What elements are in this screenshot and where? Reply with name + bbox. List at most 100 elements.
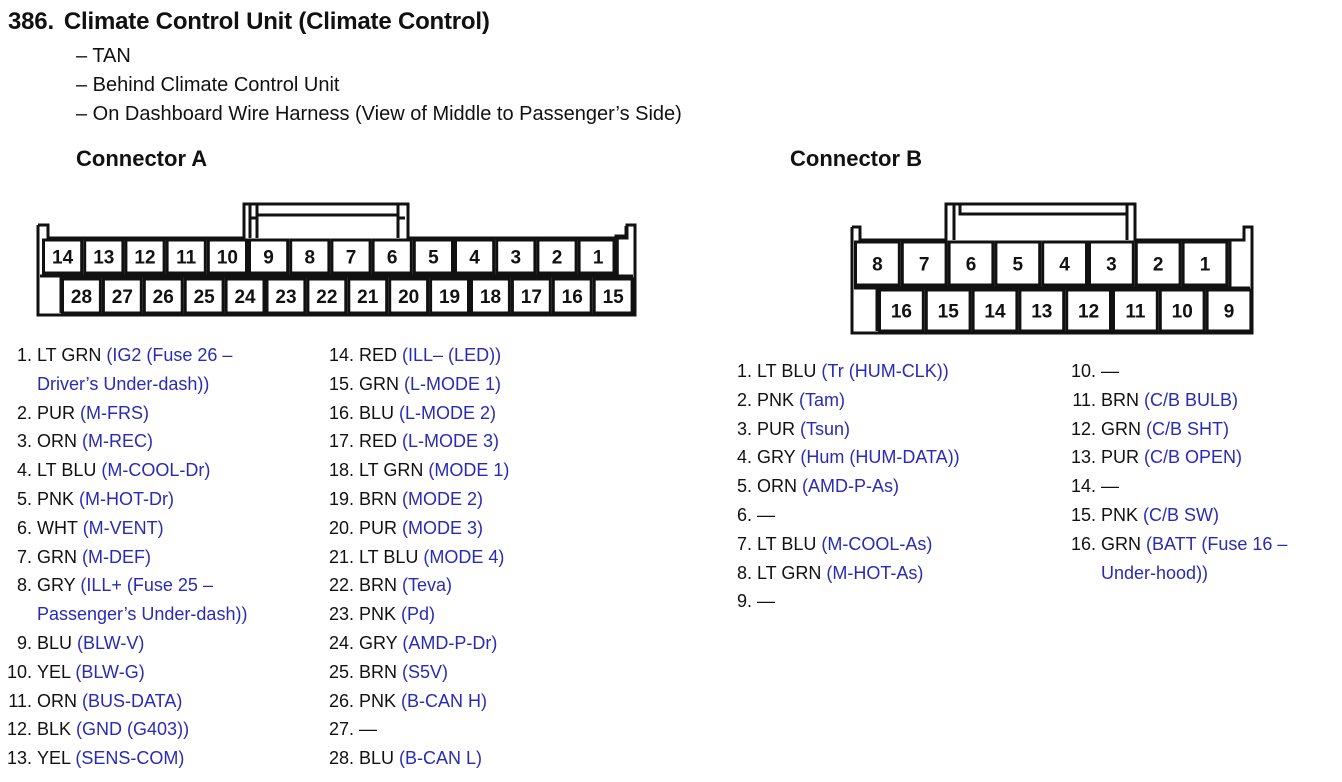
pin-number: 25. (328, 661, 354, 682)
connector-b-cavity-9 (1205, 288, 1253, 333)
connector-b-pin-item: 11.BRN (C/B BULB) (1064, 386, 1287, 415)
pin-description: PUR (Tsun) (752, 415, 850, 444)
pin-description: RED (L-MODE 3) (354, 427, 499, 456)
wire-color: BRN (359, 575, 398, 596)
signal-name: (B-CAN H) (401, 690, 488, 711)
connector-a-title: Connector A (76, 146, 208, 171)
pin-line: — (1101, 357, 1119, 386)
pin-line: GRN (C/B SHT) (1101, 415, 1229, 444)
signal-name: (L-MODE 1) (404, 373, 502, 394)
connector-b-pin-label-8: 8 (872, 254, 883, 275)
wire-color: BRN (1101, 389, 1140, 410)
connector-a-cavity-23 (265, 277, 307, 315)
signal-name: (IG2 (Fuse 26 – (106, 345, 233, 365)
connector-b-pin-label-14: 14 (984, 301, 1006, 322)
wire-color: — (757, 591, 775, 612)
signal-name: (BLW-V) (77, 632, 145, 653)
connector-b-pin-list-2: 10.—11.BRN (C/B BULB)12.GRN (C/B SHT)13.… (1064, 357, 1287, 587)
pin-description: PNK (C/B SW) (1096, 501, 1219, 530)
connector-a-lock-inner (250, 216, 405, 238)
connector-a-pin-item: 11.ORN (BUS-DATA) (0, 687, 247, 716)
connector-b-pin-item: 13.PUR (C/B OPEN) (1064, 443, 1287, 472)
pin-number: 3. (16, 431, 32, 452)
pin-description: PNK (M-HOT-Dr) (32, 485, 174, 514)
wire-color: YEL (37, 748, 71, 769)
connector-a-pin-item: 13.YEL (SENS-COM) (0, 744, 247, 773)
connector-b-pin-label-7: 7 (919, 254, 930, 275)
connector-a-pin-item: 20.PUR (MODE 3) (322, 514, 509, 543)
connector-a-pin-label-1: 1 (593, 247, 604, 268)
signal-name: (B-CAN L) (399, 748, 483, 769)
connector-a-pin-label-18: 18 (480, 287, 501, 308)
pin-line: GRN (M-DEF) (37, 543, 151, 572)
pin-line: LT BLU (M-COOL-As) (757, 530, 932, 559)
signal-name: (Tam) (799, 389, 846, 410)
pin-line: BRN (S5V) (359, 658, 448, 687)
connector-b-cavity-10 (1158, 288, 1206, 333)
signal-name: (MODE 1) (428, 460, 510, 481)
pin-description: LT BLU (Tr (HUM-CLK)) (752, 357, 949, 386)
pin-number: 10. (1070, 361, 1096, 381)
connector-a-pin-item: 21.LT BLU (MODE 4) (322, 543, 509, 572)
pin-description: BLK (GND (G403)) (32, 715, 189, 744)
pin-number: 20. (328, 517, 354, 538)
signal-name: (C/B SHT) (1146, 418, 1230, 439)
pin-number: 5. (16, 488, 32, 509)
signal-name: (M-DEF) (82, 546, 151, 567)
wire-color: — (757, 504, 775, 525)
connector-b-pin-item: 15.PNK (C/B SW) (1064, 501, 1287, 530)
connector-b-cavity-8 (854, 240, 901, 287)
pin-description: — (354, 715, 377, 744)
connector-b-pin-item: 14.— (1064, 472, 1287, 501)
pin-line: GRY (ILL+ (Fuse 25 – (37, 571, 247, 600)
connector-b-pin-label-9: 9 (1224, 301, 1235, 322)
pin-number: 4. (736, 447, 752, 468)
pin-description: YEL (SENS-COM) (32, 744, 184, 773)
wire-color: GRN (37, 546, 77, 567)
wire-color: GRN (1101, 533, 1141, 554)
connector-a-pin-label-17: 17 (521, 287, 542, 308)
pin-line: PNK (B-CAN H) (359, 687, 487, 716)
pin-line: WHT (M-VENT) (37, 514, 164, 543)
pin-description: GRN (M-DEF) (32, 543, 151, 572)
signal-name: (M-FRS) (80, 402, 150, 423)
wire-color: RED (359, 345, 398, 365)
connector-a-pin-label-16: 16 (562, 287, 583, 308)
connector-a-pin-label-27: 27 (112, 287, 133, 308)
connector-a-outline-frame (38, 202, 615, 240)
wire-color: PUR (37, 402, 76, 423)
connector-b-pin-label-2: 2 (1153, 254, 1164, 275)
connector-a-cavity-25 (183, 277, 225, 315)
connector-a-pin-item: 9.BLU (BLW-V) (0, 629, 247, 658)
wire-color: LT BLU (757, 533, 817, 554)
connector-a-pin-label-15: 15 (603, 287, 625, 308)
connector-b-pin-list-1: 1.LT BLU (Tr (HUM-CLK))2.PNK (Tam)3.PUR … (720, 357, 960, 616)
connector-a-pin-item: 12.BLK (GND (G403)) (0, 715, 247, 744)
connector-b-pin-label-13: 13 (1031, 301, 1052, 322)
pin-line: PUR (M-FRS) (37, 399, 149, 428)
pin-number: 10. (6, 661, 32, 682)
pin-line: GRN (L-MODE 1) (359, 370, 501, 399)
pin-description: LT GRN (MODE 1) (354, 456, 509, 485)
pin-line: — (757, 587, 775, 616)
connector-a-cavity-1 (577, 238, 619, 275)
signal-name: (M-COOL-As) (821, 533, 933, 554)
pin-number: 2. (16, 402, 32, 423)
pin-number: 14. (328, 345, 354, 365)
connector-a-pin-label-28: 28 (71, 287, 92, 308)
signal-name: (BLW-G) (75, 661, 145, 682)
signal-name-continued: Passenger’s Under-dash)) (37, 604, 248, 625)
pin-line: BLK (GND (G403)) (37, 715, 189, 744)
wire-color: PUR (1101, 447, 1140, 468)
connector-b-cavity-14 (971, 288, 1019, 333)
connector-b-cavity-1 (1181, 240, 1229, 287)
pin-line: BRN (Teva) (359, 571, 452, 600)
pin-description: — (752, 587, 775, 616)
connector-a-pin-item: 28.BLU (B-CAN L) (322, 744, 509, 773)
connector-b-pin-label-6: 6 (966, 254, 977, 275)
connector-a-pin-item: 14.RED (ILL– (LED)) (322, 341, 509, 370)
detail-harness: – On Dashboard Wire Harness (View of Mid… (76, 103, 682, 125)
signal-name: (S5V) (402, 661, 449, 682)
connector-a-outline (36, 223, 637, 317)
